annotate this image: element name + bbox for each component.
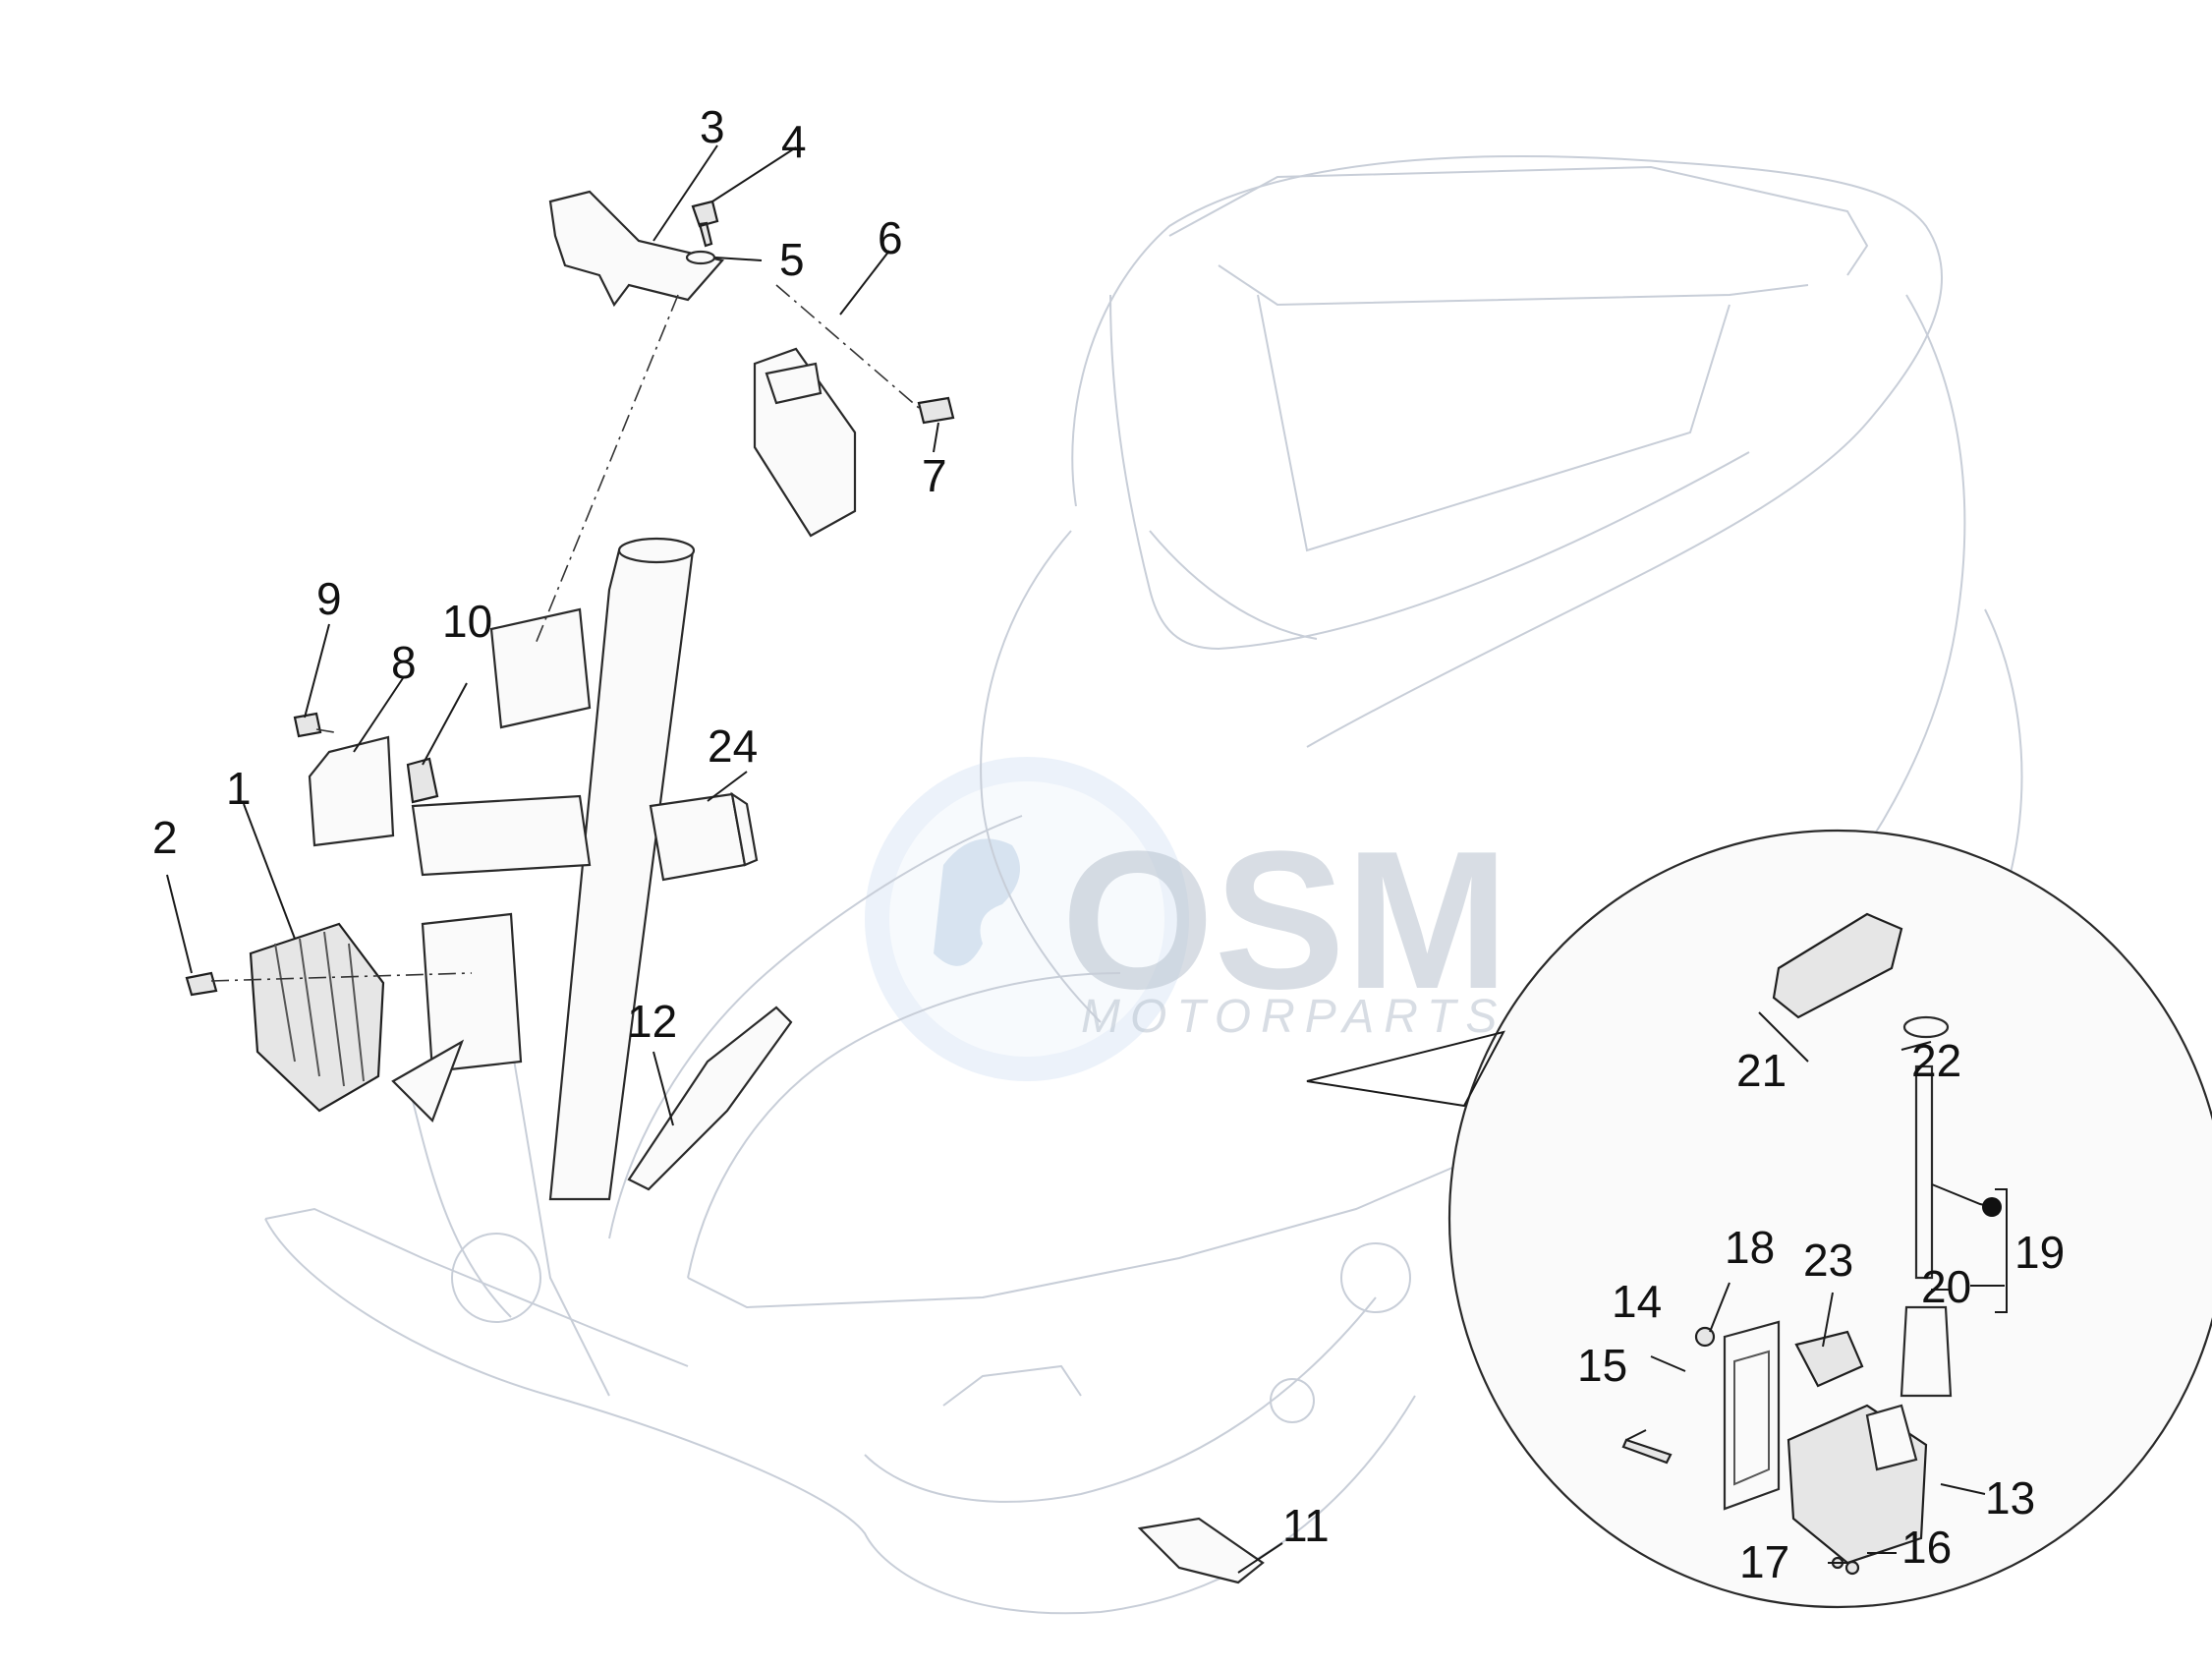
callout-19: 19 <box>2014 1227 2065 1278</box>
part-12-bracket <box>627 1006 793 1191</box>
callout-15: 15 <box>1577 1340 1627 1391</box>
part-15-screw <box>1621 1438 1673 1465</box>
part-4-bolt <box>691 200 719 248</box>
part-11-bracket <box>1137 1517 1265 1584</box>
callout-11: 11 <box>1282 1500 1330 1551</box>
scooter-frame <box>264 154 2023 1615</box>
callout-14: 14 <box>1612 1276 1662 1327</box>
callout-7: 7 <box>922 450 947 501</box>
watermark-subtext: MOTORPARTS <box>1081 991 1506 1043</box>
callout-3: 3 <box>700 101 725 152</box>
callout-17: 17 <box>1739 1536 1789 1587</box>
callout-9: 9 <box>316 573 342 624</box>
part-16-nut <box>1844 1560 1860 1576</box>
part-5-washer <box>685 250 716 265</box>
callout-21: 21 <box>1736 1045 1787 1096</box>
watermark: OSM MOTORPARTS <box>865 757 1509 1081</box>
callouts: 1 2 3 4 5 6 7 8 9 10 11 12 13 14 15 16 1… <box>152 101 2065 1587</box>
part-10-clip <box>406 757 439 804</box>
callout-1: 1 <box>226 763 252 814</box>
part-1-regulator <box>249 922 385 1113</box>
callout-23: 23 <box>1803 1235 1853 1286</box>
part-19-ht-cable <box>1914 1064 1934 1280</box>
callout-22: 22 <box>1911 1035 1961 1086</box>
part-18-nut <box>1694 1326 1716 1348</box>
part-8-plate <box>308 735 395 847</box>
callout-20: 20 <box>1921 1261 1971 1312</box>
callout-13: 13 <box>1985 1472 2035 1524</box>
part-23-clip <box>1794 1330 1864 1388</box>
part-3-bracket <box>548 190 725 308</box>
callout-16: 16 <box>1901 1522 1952 1573</box>
steering-column <box>391 537 696 1201</box>
leader-lines <box>166 144 2008 1574</box>
part-22-clamp <box>1902 1015 1950 1039</box>
part-9-bolt <box>293 712 322 738</box>
marker-dot <box>1982 1197 2002 1217</box>
ignition-detail-circle <box>1448 830 2212 1608</box>
callout-4: 4 <box>781 116 807 167</box>
part-2-bolt <box>185 971 218 997</box>
callout-12: 12 <box>627 996 677 1047</box>
callout-18: 18 <box>1725 1222 1775 1273</box>
callout-6: 6 <box>878 212 903 263</box>
part-20-boot <box>1900 1305 1953 1398</box>
part-7-screw <box>917 396 955 425</box>
callout-2: 2 <box>152 812 178 863</box>
callout-8: 8 <box>391 637 417 688</box>
part-21-spark-plug-cap <box>1772 912 1903 1019</box>
callout-10: 10 <box>442 596 492 647</box>
part-14-gasket <box>1723 1320 1781 1511</box>
watermark-brand: OSM <box>1061 811 1509 1030</box>
callout-24: 24 <box>708 720 758 772</box>
part-24-relay <box>649 792 747 882</box>
assembly-lines <box>210 284 920 982</box>
callout-5: 5 <box>779 234 805 285</box>
